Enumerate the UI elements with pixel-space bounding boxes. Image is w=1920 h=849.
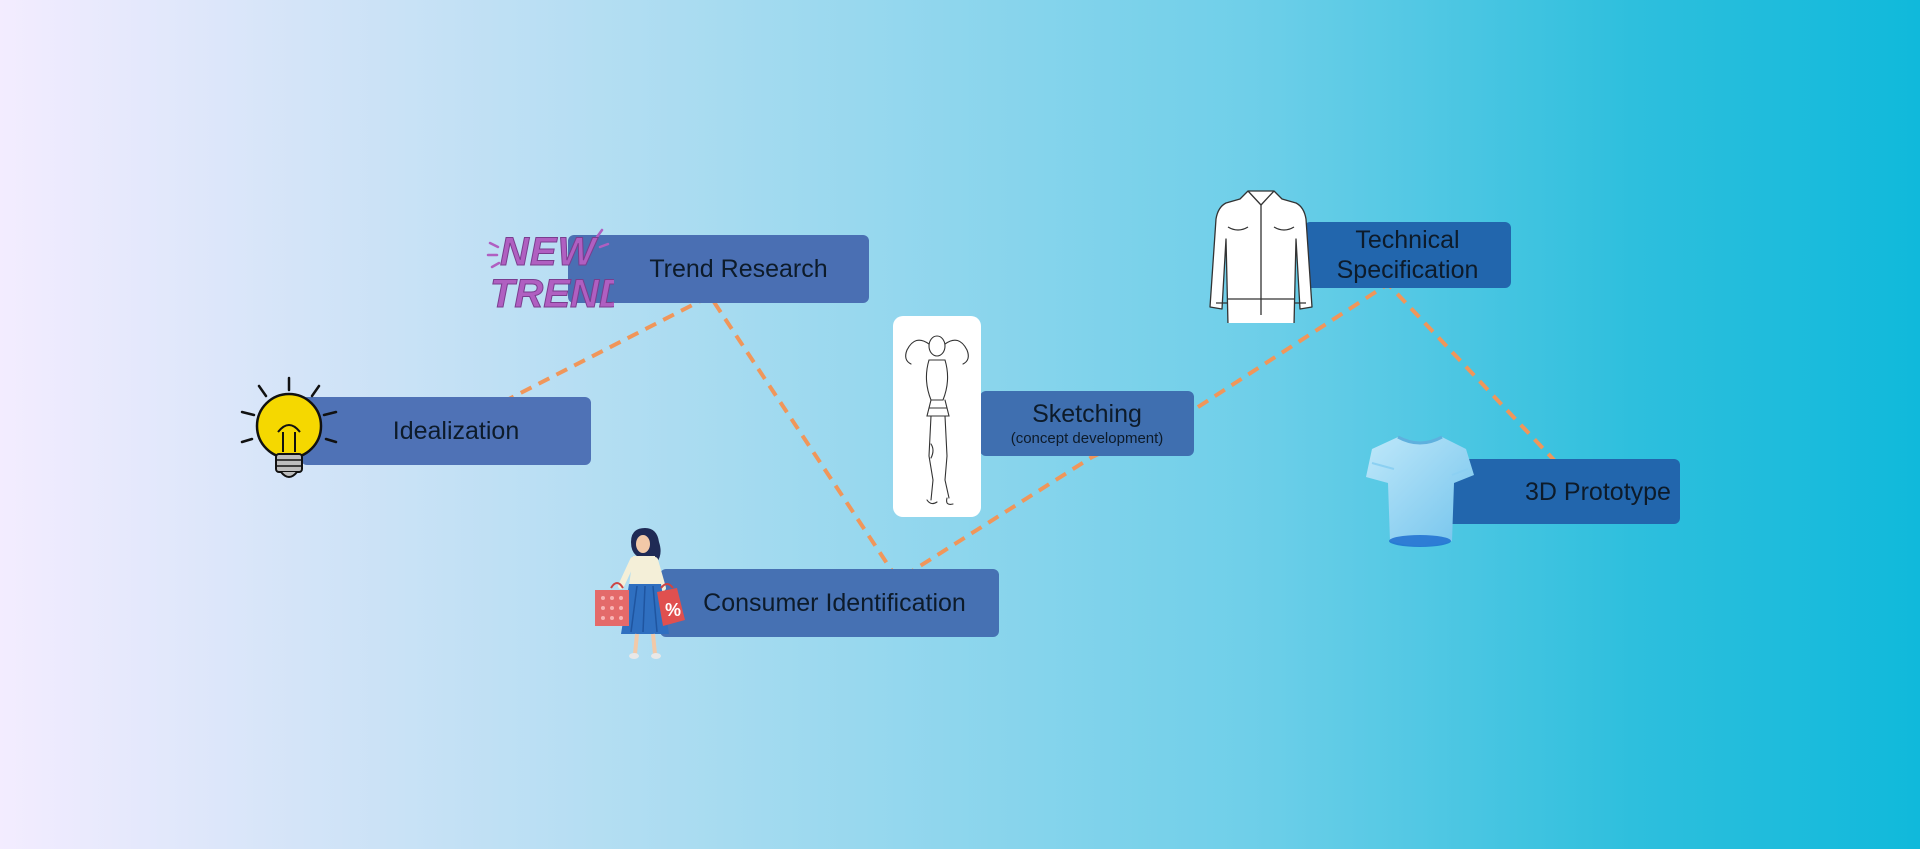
step-sketching-box: Sketching (concept development) (980, 391, 1194, 456)
fashion-sketch-icon (905, 335, 969, 505)
step-trend-research-label: Trend Research (649, 255, 828, 283)
step-trend-research-box: Trend Research (568, 235, 869, 303)
sticker-word-trend: TREND (490, 272, 614, 315)
jacket-flat-sketch-icon (1209, 190, 1313, 323)
step-technical-specification-box: Technical Specification (1304, 222, 1511, 288)
step-3d-prototype-label: 3D Prototype (1525, 477, 1671, 506)
fashion-sketch-card (893, 316, 981, 517)
step-consumer-identification-box: Consumer Identification (660, 569, 999, 637)
shopper-woman-icon: % (595, 528, 685, 659)
step-consumer-identification-label: Consumer Identification (703, 589, 966, 617)
step-idealization-label: Idealization (392, 417, 520, 445)
step-technical-specification-line-1: Technical (1355, 226, 1460, 254)
step-idealization-box: Idealization (301, 397, 591, 465)
step-3d-prototype-box: 3D Prototype (1446, 459, 1680, 524)
step-sketching-label: Sketching (1032, 400, 1142, 428)
lightbulb-icon (240, 376, 338, 478)
step-technical-specification-line-2: Specification (1336, 256, 1479, 284)
new-trend-sticker-icon: NEW TREND (486, 228, 614, 315)
tshirt-3d-icon (1366, 435, 1474, 547)
step-sketching-sublabel: (concept development) (1010, 430, 1164, 447)
discount-percent-icon: % (665, 600, 681, 620)
sticker-word-new: NEW (500, 230, 599, 274)
